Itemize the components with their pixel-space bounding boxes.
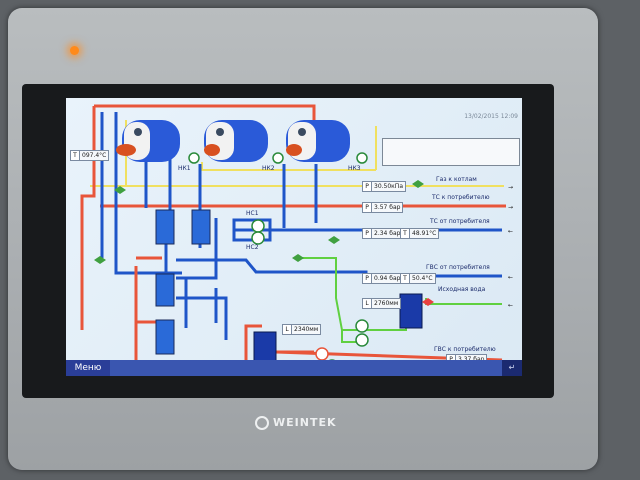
- heat-exchanger-3: [155, 273, 175, 307]
- svg-text:←: ←: [508, 274, 513, 281]
- line-ts-to-consumer-label: ТС к потребителю: [432, 194, 490, 201]
- tank-1: [399, 293, 423, 329]
- boiler-2[interactable]: [204, 120, 268, 162]
- pump-nc2-icon[interactable]: [251, 231, 265, 245]
- boiler-3[interactable]: [286, 120, 350, 162]
- line-gvs-from-consumer-label: ГВС от потребителя: [426, 264, 490, 271]
- pump-water-1-icon[interactable]: [355, 319, 369, 333]
- line-source-water-label: Исходная вода: [438, 286, 486, 293]
- brand-mark-icon: [255, 416, 269, 430]
- valve-gas-icon[interactable]: [412, 180, 424, 188]
- bottom-bar: [110, 360, 522, 376]
- boiler-3-label: НК3: [348, 165, 361, 172]
- menu-button[interactable]: Меню: [66, 360, 110, 376]
- pump-gvs-1-icon[interactable]: [315, 347, 329, 361]
- boiler-pump-1-icon[interactable]: [188, 152, 200, 164]
- valve-2-icon[interactable]: [94, 256, 106, 264]
- pump-nc2-label: НС2: [246, 244, 259, 251]
- valve-1-icon[interactable]: [114, 186, 126, 194]
- pump-water-2-icon[interactable]: [355, 333, 369, 347]
- tank-2: [253, 331, 277, 363]
- line-gas-label: Газ к котлам: [436, 176, 477, 183]
- line-ts-from-consumer-label: ТС от потребителя: [430, 218, 490, 225]
- boiler-1[interactable]: [116, 120, 180, 162]
- message-panel: [382, 138, 520, 166]
- valve-water-icon[interactable]: [422, 298, 434, 306]
- datetime: 13/02/2015 12:09: [464, 113, 518, 120]
- heat-exchanger-1: [155, 209, 175, 245]
- boiler-2-label: НК2: [262, 165, 275, 172]
- pump-nc1-icon[interactable]: [251, 219, 265, 233]
- heat-exchanger-2: [191, 209, 211, 245]
- heat-exchanger-4: [155, 319, 175, 355]
- boiler-1-label: НК1: [178, 165, 191, 172]
- svg-text:→: →: [508, 204, 513, 211]
- svg-text:←: ←: [508, 228, 513, 235]
- hmi-screen: → → ← ← ← → 13/02/2015 12:09 НК1 НК2 НК3…: [66, 98, 522, 376]
- svg-text:→: →: [508, 184, 513, 191]
- pump-nc1-label: НС1: [246, 210, 259, 217]
- power-led: [70, 46, 79, 55]
- valve-3-icon[interactable]: [292, 254, 304, 262]
- return-icon[interactable]: ↵: [502, 360, 522, 376]
- boiler-pump-3-icon[interactable]: [356, 152, 368, 164]
- valve-4-icon[interactable]: [328, 236, 340, 244]
- boiler-pump-2-icon[interactable]: [272, 152, 284, 164]
- line-gvs-to-consumer-label: ГВС к потребителю: [434, 346, 496, 353]
- brand-logo: WEINTEK: [255, 416, 337, 430]
- svg-text:←: ←: [508, 302, 513, 309]
